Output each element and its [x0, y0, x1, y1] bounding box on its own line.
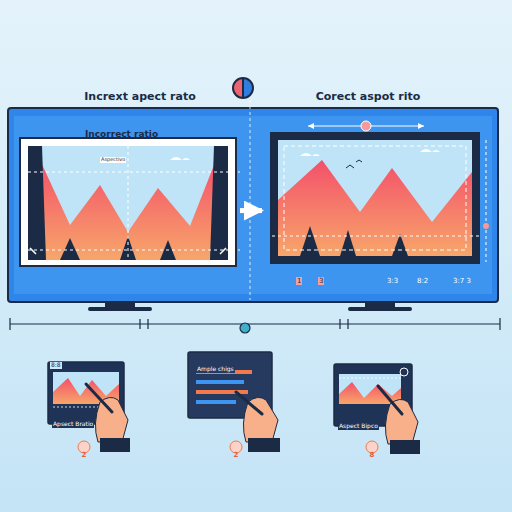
text-slot: 3: [318, 268, 324, 287]
text-slot: 8:8: [50, 352, 62, 371]
arrow-connector: [240, 208, 262, 213]
section-title: Incrext apect rato: [84, 91, 196, 104]
stretched-image: [20, 138, 240, 266]
correct-image: [270, 121, 489, 264]
label-slot: 2: [234, 442, 239, 461]
label-slot: 8: [370, 442, 375, 461]
panel-label: Apsect Bratio: [52, 421, 94, 428]
text-slot: Aspect Bipco: [338, 413, 379, 432]
menu-panel: Ample chigs: [188, 352, 272, 418]
timeline: [10, 318, 500, 333]
text-slot: 3:3: [386, 268, 399, 287]
ratio-value: 3:3: [386, 277, 399, 285]
panel-heading: Ample chigs: [196, 366, 235, 373]
label-slot: Incrext apect rato: [84, 85, 196, 104]
screen-heading: Incorrect ratio: [84, 129, 159, 139]
split-circle: [233, 78, 253, 98]
tablet-panel: Aspect Bipco: [334, 364, 412, 432]
callout-number: 3: [318, 277, 324, 285]
text-slot: 8:2: [416, 268, 429, 287]
text-slot: Apsect Bratio: [52, 411, 94, 430]
ratio-value: 8:2: [416, 277, 429, 285]
hand: [378, 386, 420, 454]
image-label: Aspectivo: [100, 157, 126, 163]
step-number: 8: [370, 451, 375, 459]
ratio-value: 8:8: [50, 362, 62, 369]
hand: [236, 392, 280, 452]
label-slot: Corect aspot rito: [316, 85, 421, 104]
callout-number: 1: [296, 277, 302, 285]
section-title: Corect aspot rito: [316, 91, 421, 104]
text-slot: Incorrect ratio: [84, 122, 159, 141]
monitor: [8, 100, 498, 311]
screen-correct: 1 3 3:3 8:2 3:7 3: [262, 118, 490, 296]
text-slot: Ample chigs: [196, 356, 235, 375]
step-number: 2: [234, 451, 239, 459]
ratio-value: 3:7 3: [452, 277, 472, 285]
text-slot: 3:7 3: [452, 268, 472, 287]
step-circle: [78, 441, 378, 453]
tablet-panel: 8:8Apsect Bratio: [48, 350, 124, 430]
screen-incorrect: Incorrect ratioAspectivo: [14, 118, 240, 296]
label-slot: 2: [82, 442, 87, 461]
text-slot: 1: [296, 268, 302, 287]
text-slot: Aspectivo: [100, 146, 126, 165]
panel-label: Aspect Bipco: [338, 423, 379, 430]
step-number: 2: [82, 451, 87, 459]
hand: [86, 384, 130, 452]
